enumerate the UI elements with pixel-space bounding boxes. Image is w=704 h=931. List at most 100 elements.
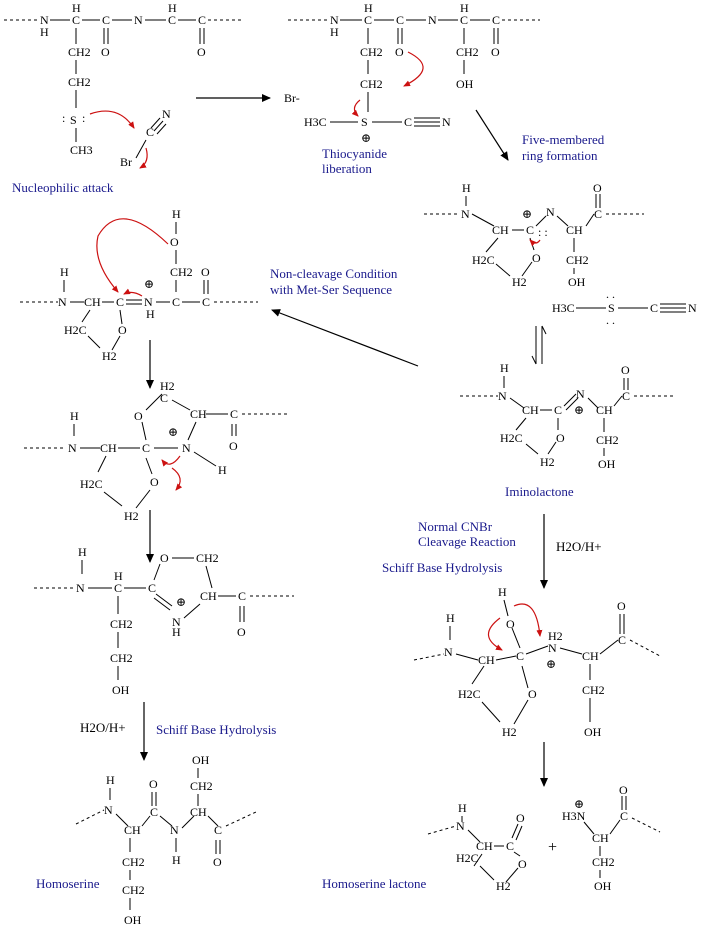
electron-arrow	[529, 239, 541, 247]
atom-br: Br	[120, 155, 132, 169]
atom-c: C	[202, 295, 210, 309]
atom-o: O	[160, 551, 169, 565]
atom-ch2: CH2	[122, 883, 145, 897]
atom-c: C	[168, 13, 176, 27]
atom-ch: CH	[190, 407, 207, 421]
atom-ch2: CH2	[596, 433, 619, 447]
atom-s: S	[608, 301, 615, 315]
charge-plus: ⊕	[144, 277, 154, 291]
atom-h: H	[72, 1, 81, 15]
atom-o: O	[150, 475, 159, 489]
label-thiocyanide: Thiocyanide	[322, 146, 387, 161]
electron-arrow	[96, 218, 169, 293]
atom-h2c: H2C	[80, 477, 103, 491]
atom-ch2: CH2	[456, 45, 479, 59]
structure-iminolactone: H N CH C N ⊕ CH C O CH2 OH H2C H2 O	[460, 361, 676, 471]
atom-ch2: CH2	[360, 45, 383, 59]
equilibrium-arrow	[531, 325, 547, 365]
atom-c: C	[594, 207, 602, 221]
atom-h: H	[146, 307, 155, 321]
atom-c: C	[516, 649, 524, 663]
atom-n: N	[546, 205, 555, 219]
atom-o: O	[395, 45, 404, 59]
structure-homoserine-peptide: H N CH C O N H CH CH2 OH C O CH2 CH2 OH	[75, 753, 257, 927]
label-nucleophilic-attack: Nucleophilic attack	[12, 180, 114, 195]
structure-sulfonium-intermediate: Br- N H C H C O N C H C O CH2 OH CH2 CH2…	[284, 1, 540, 145]
atom-o: O	[532, 251, 541, 265]
atom-c: C	[396, 13, 404, 27]
atom-oh: OH	[192, 753, 210, 767]
atom-c: C	[650, 301, 658, 315]
electron-arrow	[351, 99, 361, 117]
electron-arrow	[513, 603, 543, 637]
atom-h3n: H3N	[562, 809, 586, 823]
atom-o: O	[621, 363, 630, 377]
electron-arrow	[161, 455, 181, 467]
label-met-ser-sequence: with Met-Ser Sequence	[270, 282, 392, 297]
atom-h2c: H2C	[472, 253, 495, 267]
atom-ch: CH	[476, 839, 493, 853]
atom-h2: H2	[124, 509, 139, 523]
atom-n: N	[444, 645, 453, 659]
atom-ch2: CH2	[68, 75, 91, 89]
atom-h2: H2	[160, 379, 175, 393]
lone-pair: : :	[538, 225, 548, 239]
atom-n: N	[548, 641, 557, 655]
atom-oh: OH	[112, 683, 130, 697]
atom-s: S	[361, 115, 368, 129]
atom-ch2: CH2	[196, 551, 219, 565]
atom-ch2: CH2	[170, 265, 193, 279]
atom-o: O	[229, 439, 238, 453]
atom-h: H	[498, 585, 507, 599]
atom-c: C	[142, 441, 150, 455]
structure-tetrahedral-intermediate: H N CH C O H H2 N ⊕ CH C O CH2 OH H2C H2…	[413, 585, 661, 739]
atom-ch2: CH2	[566, 253, 589, 267]
atom-h3c: H3C	[552, 301, 575, 315]
atom-c: C	[150, 805, 158, 819]
atom-ch: CH	[190, 805, 207, 819]
atom-h2c: H2C	[500, 431, 523, 445]
atom-c: C	[116, 295, 124, 309]
label-cleavage-reaction: Cleavage Reaction	[418, 534, 516, 549]
structure-oxazoline: H N C H C O CH2 CH C O ⊕ N H CH2 CH2 OH	[34, 545, 294, 697]
atom-c: C	[230, 407, 238, 421]
label-h2o-h-right: H2O/H+	[556, 539, 602, 554]
atom-n: N	[330, 13, 339, 27]
atom-o: O	[197, 45, 206, 59]
atom-n: N	[104, 803, 113, 817]
atom-o: O	[506, 617, 515, 631]
atom-ch: CH	[478, 653, 495, 667]
atom-o: O	[237, 625, 246, 639]
atom-h: H	[446, 611, 455, 625]
atom-c: C	[172, 295, 180, 309]
charge-plus: ⊕	[522, 207, 532, 221]
arrow-non-cleavage	[271, 309, 419, 367]
atom-o: O	[170, 235, 179, 249]
atom-o: O	[556, 431, 565, 445]
charge-plus: ⊕	[176, 595, 186, 609]
electron-arrow	[123, 288, 143, 297]
atom-ch2: CH2	[122, 855, 145, 869]
plus-sign: +	[548, 839, 557, 856]
label-normal-cnbr: Normal CNBr	[418, 519, 493, 534]
atom-h: H	[172, 625, 181, 639]
electron-arrow	[139, 147, 148, 169]
lone-pair: . .	[606, 287, 615, 301]
atom-o: O	[528, 687, 537, 701]
atom-h: H	[462, 181, 471, 195]
charge-plus: ⊕	[574, 403, 584, 417]
atom-o: O	[491, 45, 500, 59]
atom-c: C	[198, 13, 206, 27]
atom-oh: OH	[456, 77, 474, 91]
atom-c: C	[160, 391, 168, 405]
atom-c: C	[114, 581, 122, 595]
atom-c: C	[506, 839, 514, 853]
atom-h2: H2	[102, 349, 117, 363]
atom-h3c: H3C	[304, 115, 327, 129]
atom-n: N	[40, 13, 49, 27]
atom-ch: CH	[84, 295, 101, 309]
atom-ch: CH	[492, 223, 509, 237]
atom-ch: CH	[124, 823, 141, 837]
lone-pair: . .	[606, 313, 615, 327]
atom-h: H	[330, 25, 339, 39]
